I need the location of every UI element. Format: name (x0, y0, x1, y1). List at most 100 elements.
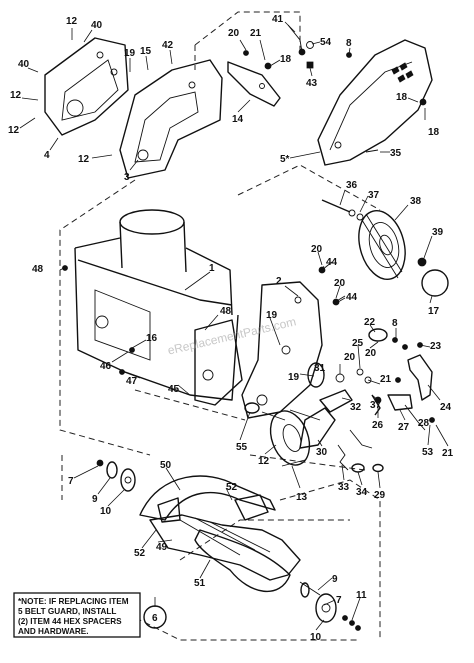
pulley-assembly (244, 402, 384, 473)
callout-c49: 32 (350, 402, 362, 413)
callout-c33: 44 (326, 257, 338, 268)
callout-c67: 9 (92, 494, 98, 505)
callout-c60: 30 (316, 447, 328, 458)
part-1-auger-housing (62, 209, 243, 406)
callout-c61: 53 (422, 447, 434, 458)
callout-c52: 23 (430, 341, 442, 352)
callout-c39: 46 (100, 361, 112, 372)
callout-c16: 43 (306, 78, 318, 89)
callout-c78: 10 (310, 632, 322, 643)
callout-c71: 52 (134, 548, 146, 559)
callout-c64: 34 (356, 487, 368, 498)
callout-c37: 19 (266, 310, 278, 321)
callout-c51: 37 (370, 400, 382, 411)
callout-c27: 39 (432, 227, 444, 238)
part-14-bracket (227, 61, 281, 107)
part-3-bracket (119, 59, 223, 179)
part-2-side-frame (241, 261, 346, 419)
part-5-belt-guard (317, 39, 433, 166)
callout-c15: 54 (320, 37, 332, 48)
callout-c41: 45 (168, 384, 180, 395)
callout-c18: 14 (232, 114, 244, 125)
callout-c17: 18 (280, 54, 292, 65)
callout-c63: 33 (338, 482, 350, 493)
callout-c54: 26 (372, 420, 384, 431)
callout-c34: 20 (334, 278, 346, 289)
callout-c45: 25 (352, 338, 364, 349)
callout-6-circle (143, 605, 167, 629)
callout-c70: 52 (226, 482, 238, 493)
callout-c46: 20 (344, 352, 356, 363)
callout-c4: 12 (10, 90, 22, 101)
callout-c31: 2 (276, 276, 282, 287)
callout-c5: 12 (8, 125, 20, 136)
callout-c3: 40 (18, 59, 30, 70)
callout-c7: 19 (124, 48, 136, 59)
callout-c30: 1 (209, 263, 215, 274)
callout-c50: 21 (380, 374, 392, 385)
callout-c59: 13 (296, 492, 308, 503)
callout-c29: 48 (32, 264, 44, 275)
callout-c38: 16 (146, 333, 158, 344)
callout-c77: 11 (356, 590, 367, 601)
callout-c43: 8 (392, 318, 398, 329)
callout-c40: 47 (126, 376, 138, 387)
part-49-auger (139, 475, 301, 592)
callout-c66: 7 (68, 476, 74, 487)
hardware-41-54-43 (243, 24, 314, 70)
note-line-3: (2) ITEM 44 HEX SPACERS (18, 617, 122, 626)
callout-c53: 24 (440, 402, 452, 413)
callout-c8: 15 (140, 46, 152, 57)
callout-c22: 5* (280, 154, 290, 165)
wheel-assembly (321, 199, 449, 297)
callout-c73: 51 (194, 578, 206, 589)
callout-c62: 21 (442, 448, 454, 459)
callout-labels: 12 40 40 12 12 4 19 15 42 12 3 41 20 21 … (8, 14, 454, 643)
callout-c55: 27 (398, 422, 410, 433)
callout-c48: 19 (288, 372, 300, 383)
callout-c9: 42 (162, 40, 174, 51)
callout-c11: 3 (124, 172, 130, 183)
callout-c44: 20 (365, 348, 377, 359)
assembly-outline (59, 11, 381, 641)
callout-c12: 41 (272, 14, 284, 25)
callout-c1: 12 (66, 16, 78, 27)
bearing-hardware (96, 459, 361, 631)
drive-hardware (307, 328, 435, 431)
callout-c32: 20 (311, 244, 323, 255)
callout-c28: 17 (428, 306, 440, 317)
callout-c72: 49 (156, 542, 168, 553)
callout-c42: 22 (364, 317, 376, 328)
callout-c57: 55 (236, 442, 248, 453)
callout-c56: 28 (418, 418, 430, 429)
callout-c68: 10 (100, 506, 112, 517)
callout-c6: 4 (44, 150, 50, 161)
callout-c14: 21 (250, 28, 262, 39)
leader-lines (19, 21, 449, 631)
callout-c19: 8 (346, 38, 352, 49)
callout-c23: 35 (390, 148, 402, 159)
callout-c58: 12 (258, 456, 270, 467)
note-line-1: *NOTE: IF REPLACING ITEM (18, 597, 129, 606)
callout-c69: 50 (160, 460, 172, 471)
callout-c2: 40 (91, 20, 103, 31)
callout-c21: 18 (428, 127, 440, 138)
callout-c36: 48 (220, 306, 232, 317)
note-line-4: AND HARDWARE. (18, 627, 89, 636)
callout-c20: 18 (396, 92, 408, 103)
callout-c13: 20 (228, 28, 240, 39)
callout-c25: 37 (368, 190, 380, 201)
callout-c47: 31 (314, 363, 326, 374)
callout-c65: 29 (374, 490, 386, 501)
note-line-2: 5 BELT GUARD, INSTALL (18, 607, 116, 616)
callout-c10: 12 (78, 154, 90, 165)
callout-c76: 7 (336, 595, 342, 606)
replacement-note: *NOTE: IF REPLACING ITEM 5 BELT GUARD, I… (13, 592, 141, 638)
callout-c74: 6 (152, 613, 158, 624)
callout-c24: 36 (346, 180, 358, 191)
callout-c35: 44 (346, 292, 358, 303)
callout-c26: 38 (410, 196, 422, 207)
callout-c75: 9 (332, 574, 338, 585)
